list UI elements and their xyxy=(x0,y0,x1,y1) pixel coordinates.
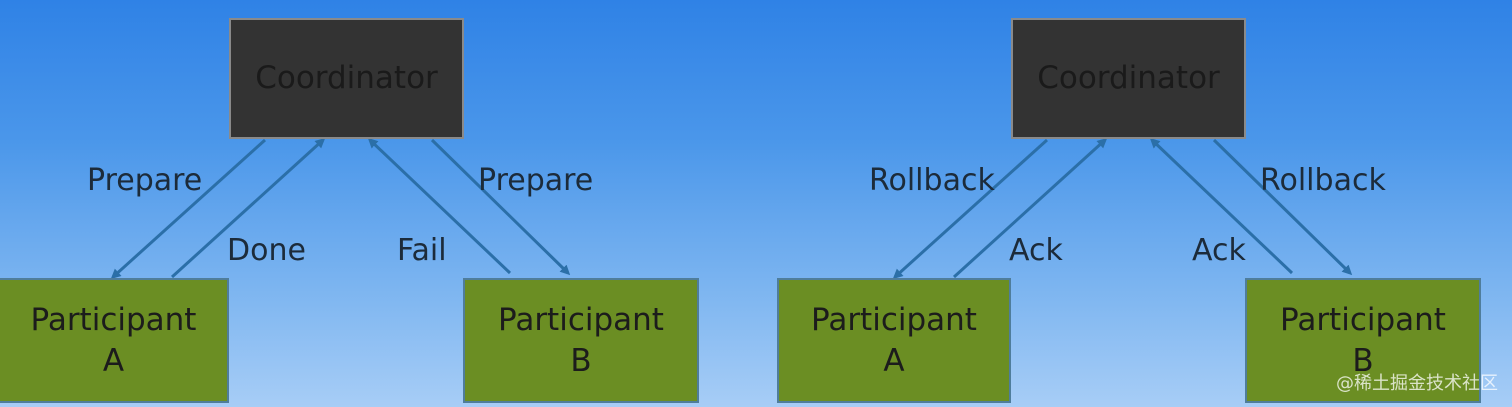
label-ack-a: Ack xyxy=(1009,233,1063,268)
label-done: Done xyxy=(227,233,306,268)
arrow-done-to-coordinator xyxy=(170,137,326,279)
label-prepare-b: Prepare xyxy=(478,163,594,198)
label-rollback-b: Rollback xyxy=(1260,163,1386,198)
arrow-fail-to-coordinator xyxy=(367,137,512,275)
left-participant-a-label: Participant xyxy=(30,302,197,339)
label-rollback-a: Rollback xyxy=(869,163,995,198)
arrow-ack-b-to-coordinator xyxy=(1149,137,1294,275)
right-participant-b-label: Participant xyxy=(1280,302,1446,339)
left-coordinator-label: Coordinator xyxy=(255,60,438,97)
arrow-rollback-to-b xyxy=(1212,138,1353,276)
arrow-prepare-to-b xyxy=(430,138,571,276)
left-participant-b-label: Participant xyxy=(498,302,664,339)
label-prepare-a: Prepare xyxy=(87,163,203,198)
left-participant-a-box: Participant A xyxy=(0,278,229,403)
left-participant-a-id: A xyxy=(102,342,125,379)
right-participant-a-box: Participant A xyxy=(777,278,1011,403)
arrow-rollback-to-a xyxy=(892,138,1049,280)
arrow-ack-a-to-coordinator xyxy=(952,137,1108,279)
right-participant-b-box: Participant B xyxy=(1245,278,1481,403)
right-coordinator-box: Coordinator xyxy=(1011,18,1246,139)
left-participant-b-id: B xyxy=(570,342,592,379)
left-coordinator-box: Coordinator xyxy=(229,18,464,139)
left-participant-b-box: Participant B xyxy=(463,278,699,403)
right-participant-a-label: Participant xyxy=(811,302,977,339)
right-coordinator-label: Coordinator xyxy=(1037,60,1220,97)
right-participant-b-id: B xyxy=(1352,342,1374,379)
watermark-label: @稀土掘金技术社区 xyxy=(1336,373,1498,394)
arrow-prepare-to-a xyxy=(110,138,267,280)
right-participant-a-id: A xyxy=(883,342,905,379)
label-ack-b: Ack xyxy=(1192,233,1246,268)
label-fail: Fail xyxy=(397,233,447,268)
